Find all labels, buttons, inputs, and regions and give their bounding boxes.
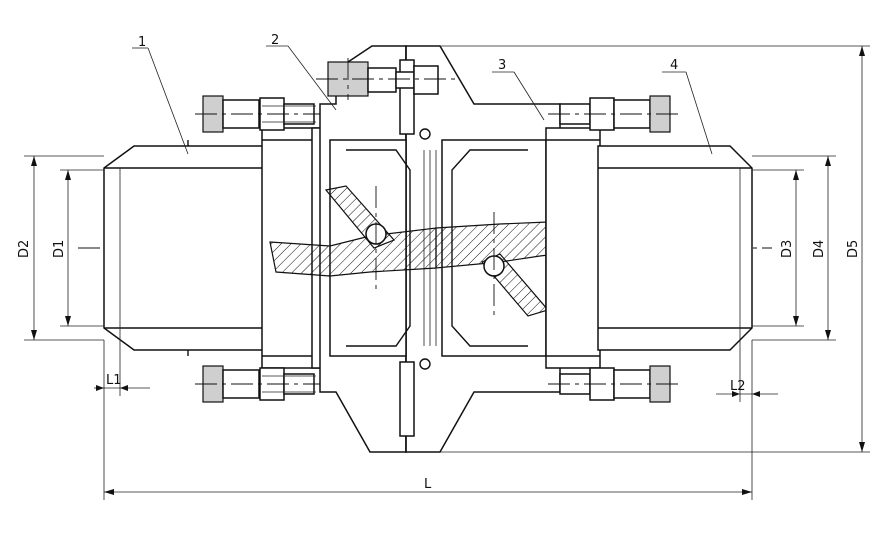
part-2-label: 2 bbox=[271, 33, 279, 48]
dimension-d5: D5 bbox=[440, 45, 870, 453]
right-pipe-body bbox=[597, 145, 753, 351]
dimension-d1: D1 bbox=[52, 169, 104, 327]
left-lower-bolt bbox=[195, 365, 330, 403]
callout-4: 4 bbox=[662, 58, 713, 155]
l1-label: L1 bbox=[106, 373, 122, 388]
part-3-label: 3 bbox=[498, 58, 506, 73]
d1-label: D1 bbox=[52, 240, 67, 258]
top-fitting bbox=[316, 58, 456, 100]
d4-label: D4 bbox=[812, 240, 827, 258]
d5-label: D5 bbox=[846, 240, 861, 258]
left-disc bbox=[269, 185, 437, 290]
dimension-l1: L1 bbox=[94, 328, 150, 396]
callout-3: 3 bbox=[492, 58, 545, 121]
dimension-d4: D4 bbox=[752, 155, 836, 341]
dimension-l2: L2 bbox=[716, 328, 778, 402]
dimension-d3: D3 bbox=[752, 169, 804, 327]
part-1-label: 1 bbox=[138, 35, 146, 50]
dimension-d2: D2 bbox=[17, 155, 104, 341]
left-pipe-body bbox=[103, 140, 271, 356]
right-upper-bolt bbox=[548, 95, 680, 133]
l-label: L bbox=[424, 477, 432, 492]
right-lower-bolt bbox=[548, 365, 680, 403]
left-upper-bolt bbox=[195, 95, 330, 133]
d3-label: D3 bbox=[780, 240, 795, 258]
callout-1: 1 bbox=[132, 35, 189, 155]
d2-label: D2 bbox=[17, 240, 32, 258]
right-flange bbox=[545, 127, 601, 369]
part-4-label: 4 bbox=[670, 58, 678, 73]
dimension-l: L bbox=[103, 340, 753, 500]
l2-label: L2 bbox=[730, 379, 746, 394]
callout-2: 2 bbox=[266, 33, 337, 111]
